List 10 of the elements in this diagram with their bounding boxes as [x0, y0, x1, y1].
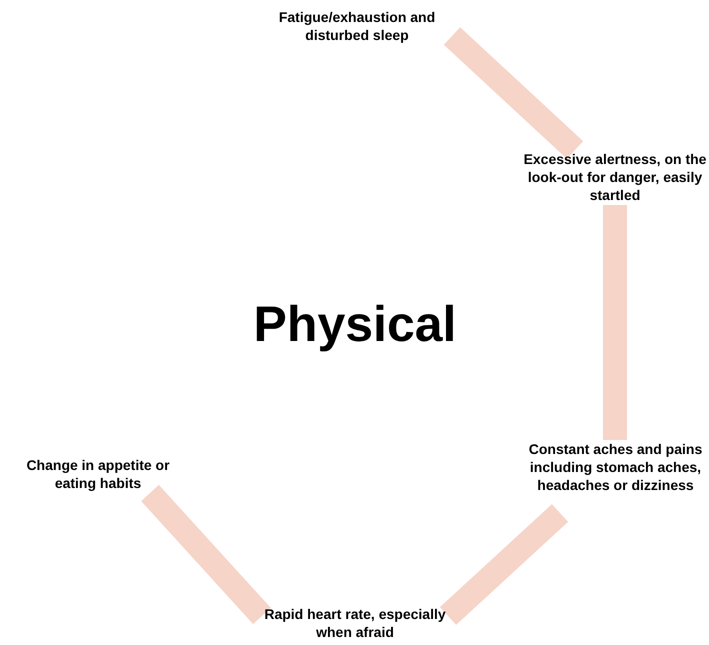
cycle-segment: [603, 205, 627, 440]
symptom-label: Constant aches and pains including stomach aches, headaches or dizziness: [528, 440, 703, 494]
cycle-segment: [444, 27, 584, 159]
symptom-label: Rapid heart rate, especially when afraid: [262, 605, 448, 641]
symptom-label: Change in appetite or eating habits: [8, 456, 188, 492]
title: Physical: [252, 295, 458, 354]
symptom-label: Fatigue/exhaustion and disturbed sleep: [262, 8, 452, 44]
cycle-segment: [440, 504, 568, 625]
cycle-segment: [141, 484, 271, 624]
symptom-label: Excessive alertness, on the look-out for danger, easily startled: [520, 150, 709, 204]
